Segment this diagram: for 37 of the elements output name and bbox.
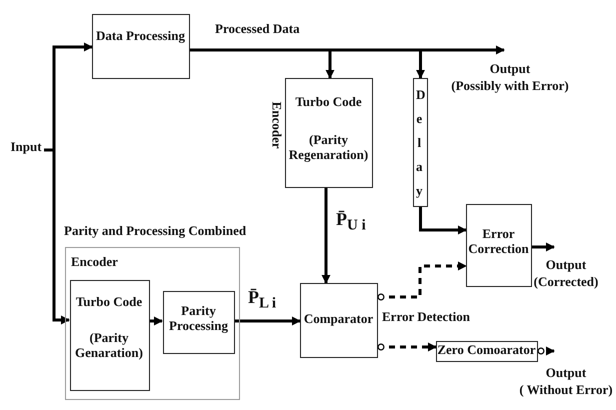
arrow [378, 262, 467, 300]
box-label: Parity Processing [168, 304, 229, 334]
arrow [234, 316, 301, 326]
process-box [163, 291, 235, 354]
box-label: Turbo Code [294, 95, 363, 110]
box-label: Parity and Processing Combined [64, 224, 248, 239]
process-box [436, 341, 538, 362]
text-label: ( Without Error) [518, 383, 614, 398]
box-label: (Parity Genaration) [74, 331, 144, 361]
text-label: (Corrected) [532, 275, 600, 290]
process-box [92, 14, 190, 79]
process-box [300, 283, 378, 358]
box-label: Comparator [302, 312, 374, 327]
box-label: Data Processing [95, 29, 186, 44]
text-label: Output [544, 258, 588, 273]
edge-label: Processed Data [215, 22, 300, 36]
process-box [466, 204, 532, 287]
heading: Encoder [71, 255, 119, 270]
process-box [413, 78, 428, 207]
arrow [149, 316, 163, 326]
text-label: Error Detection [382, 310, 470, 324]
text-label: Input [9, 140, 43, 155]
arrow [532, 242, 555, 252]
arrow [538, 346, 555, 356]
box-label: Delay [416, 86, 422, 200]
text-label: Output [544, 366, 588, 381]
box-label: Zero Comoarator [437, 343, 536, 358]
arrow [378, 342, 437, 352]
box-label: (Parity Regenaration) [288, 133, 370, 163]
box-label: Turbo Code [74, 295, 144, 310]
text-label: (Possibly with Error) [450, 79, 570, 94]
text-label: Output [488, 62, 532, 77]
process-box [285, 78, 373, 188]
arrow [419, 207, 467, 234]
box-label: Error Correction [467, 227, 530, 257]
side-label: Encoder [269, 102, 284, 149]
arrow [322, 188, 330, 284]
